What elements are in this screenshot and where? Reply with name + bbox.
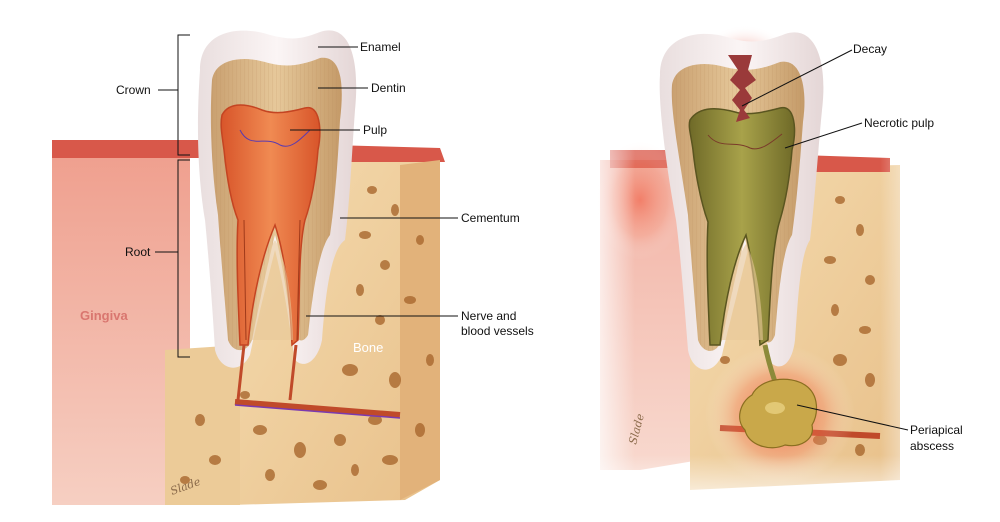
label-pulp: Pulp bbox=[363, 123, 387, 137]
root-bracket bbox=[177, 159, 190, 358]
gingiva-top-right bbox=[330, 145, 445, 162]
infected-gingiva-top-right bbox=[800, 155, 890, 172]
label-enamel: Enamel bbox=[360, 40, 401, 54]
label-bone: Bone bbox=[353, 340, 383, 355]
decay-leader bbox=[741, 49, 853, 107]
label-gingiva: Gingiva bbox=[80, 308, 128, 323]
label-root: Root bbox=[125, 245, 151, 259]
bone-pores bbox=[180, 186, 434, 490]
necrotic-pulp-leader bbox=[784, 122, 863, 149]
label-nerve-line1: Nerve and bbox=[461, 309, 516, 323]
label-cementum: Cementum bbox=[461, 211, 520, 225]
nerve-bundle bbox=[234, 399, 401, 418]
pulp-inner-dentin bbox=[250, 240, 293, 340]
infected-tooth-diagram: Slade Decay Necrotic pulp Periapical abs… bbox=[585, 25, 963, 515]
label-crown: Crown bbox=[116, 83, 151, 97]
vessel-line bbox=[234, 404, 401, 419]
fade-bottom bbox=[590, 455, 940, 515]
necrotic-vessel bbox=[707, 133, 783, 150]
necrotic-inner-dentin bbox=[722, 244, 763, 340]
crown-bracket bbox=[177, 34, 190, 156]
canal-vessel bbox=[243, 219, 301, 341]
pulp-vessel bbox=[239, 129, 311, 147]
label-necrotic-pulp: Necrotic pulp bbox=[864, 116, 934, 130]
label-dentin: Dentin bbox=[371, 81, 406, 95]
fade-left bbox=[585, 140, 635, 500]
label-abscess-line2: abscess bbox=[910, 439, 954, 453]
label-nerve-line2: blood vessels bbox=[461, 324, 534, 338]
bone-side bbox=[400, 160, 440, 500]
healthy-tooth-diagram: Slade Gingiva Bone Enamel Dentin Pulp Cr… bbox=[52, 30, 534, 505]
healthy-tooth bbox=[197, 30, 357, 401]
decay-cavity bbox=[728, 55, 756, 122]
fade-right bbox=[880, 140, 940, 500]
label-decay: Decay bbox=[853, 42, 887, 56]
abscess-highlight bbox=[765, 402, 785, 414]
infected-tooth bbox=[659, 32, 824, 393]
gingiva-top bbox=[52, 140, 210, 158]
root-nerve bbox=[236, 344, 298, 401]
abscess-leader bbox=[796, 404, 909, 431]
gingiva-block bbox=[52, 150, 190, 505]
label-abscess-line1: Periapical bbox=[910, 423, 963, 437]
